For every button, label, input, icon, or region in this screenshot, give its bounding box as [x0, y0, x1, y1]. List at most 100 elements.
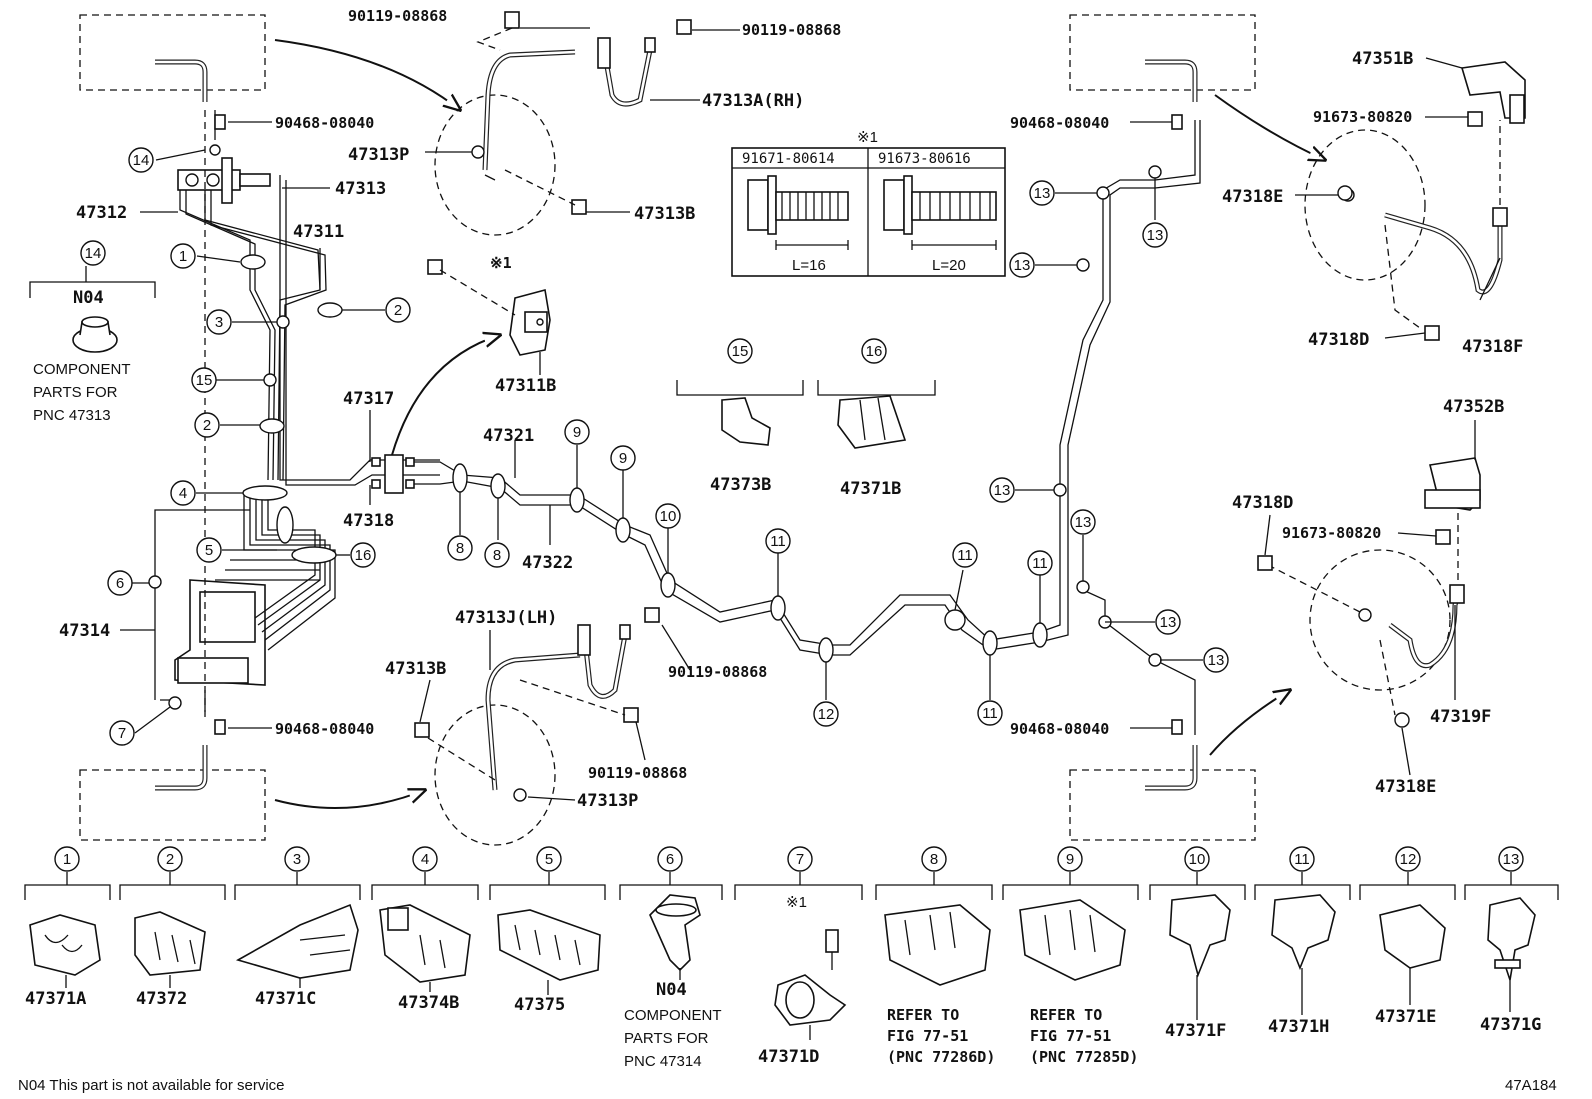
- bracket-47311B: [509, 289, 551, 356]
- group-15-bracket: [676, 380, 804, 446]
- label-47313J: 47313J(LH): [455, 608, 557, 628]
- clamp-legend: 1 2 3 4 5 6 7 8 9 10 11 12 13 47371A 473…: [24, 846, 1559, 1070]
- legend-8-line1: REFER TO: [887, 1006, 959, 1024]
- callout-11: 11: [957, 547, 973, 564]
- callout-8: 8: [456, 540, 464, 557]
- flex-hose-47313J: [485, 624, 631, 802]
- label-90468-08040: 90468-08040: [1010, 720, 1109, 738]
- legend-callout-6: 6: [666, 851, 674, 868]
- bolt-table-labels: ※1 91671-80614 91673-80616 L=16 L=20: [742, 129, 971, 274]
- legend-9-line3: (PNC 77285D): [1030, 1048, 1138, 1066]
- wheel-oval-front-left-caliper: [1304, 129, 1426, 281]
- bolt-table-title: ※1: [857, 129, 878, 146]
- callout-13: 13: [1160, 614, 1177, 631]
- clamps-left: [148, 254, 343, 710]
- label-47318E: 47318E: [1375, 777, 1436, 797]
- abs-actuator-47314: [174, 579, 266, 686]
- label-90119-08868: 90119-08868: [668, 663, 767, 681]
- label-47371B: 47371B: [840, 479, 901, 499]
- label-47318D: 47318D: [1308, 330, 1369, 350]
- n04-line1: COMPONENT: [33, 361, 131, 378]
- flex-hose-47319F: [1267, 500, 1465, 716]
- legend-part-47374B: 47374B: [398, 993, 459, 1013]
- brake-tube-main: [414, 120, 1201, 735]
- callout-13: 13: [1075, 514, 1092, 531]
- legend-9-line1: REFER TO: [1030, 1006, 1102, 1024]
- legend-8-line2: FIG 77-51: [887, 1027, 968, 1045]
- legend-callout-3: 3: [293, 851, 301, 868]
- legend-part-47371F: 47371F: [1165, 1021, 1226, 1041]
- label-90468-08040: 90468-08040: [1010, 114, 1109, 132]
- callout-4: 4: [179, 485, 187, 502]
- legend-callout-11: 11: [1294, 851, 1310, 868]
- label-47321: 47321: [483, 426, 534, 446]
- legend-7-note: ※1: [786, 894, 807, 911]
- legend-6-line1: COMPONENT: [624, 1007, 722, 1024]
- leader-dashed: [427, 737, 496, 781]
- legend-part-47371A: 47371A: [25, 989, 86, 1009]
- bolt-pn-91671-80614: 91671-80614: [742, 151, 835, 167]
- label-47318: 47318: [343, 511, 394, 531]
- callout-14: 14: [133, 152, 150, 169]
- label-47318E: 47318E: [1222, 187, 1283, 207]
- callout-1: 1: [179, 248, 187, 265]
- callout-2: 2: [203, 417, 211, 434]
- label-47314: 47314: [59, 621, 110, 641]
- legend-6-line3: PNC 47314: [624, 1053, 702, 1070]
- leader-dashed: [476, 27, 513, 51]
- figure-code: 47A184: [1505, 1077, 1557, 1094]
- n04-group-14: [29, 281, 156, 353]
- label-90468-08040: 90468-08040: [275, 720, 374, 738]
- callout-6: 6: [116, 575, 124, 592]
- legend-part-47371E: 47371E: [1375, 1007, 1436, 1027]
- legend-callout-12: 12: [1400, 851, 1417, 868]
- label-47319F: 47319F: [1430, 707, 1491, 727]
- label-47317: 47317: [343, 389, 394, 409]
- flex-hose-47318F: [1341, 120, 1508, 329]
- label-90119-08868: 90119-08868: [588, 764, 687, 782]
- wheel-box-front-right: [1069, 14, 1256, 102]
- label-47311: 47311: [293, 222, 344, 242]
- label-47322: 47322: [522, 553, 573, 573]
- legend-callout-5: 5: [545, 851, 553, 868]
- label-47318F: 47318F: [1462, 337, 1523, 357]
- callout-9: 9: [619, 450, 627, 467]
- bolt-pn-91673-80616: 91673-80616: [878, 151, 971, 167]
- legend-callout-1: 1: [63, 851, 71, 868]
- footnote: N04 This part is not available for servi…: [18, 1077, 285, 1094]
- legend-callout-9: 9: [1066, 851, 1074, 868]
- legend-part-47375: 47375: [514, 995, 565, 1015]
- callout-14: 14: [85, 245, 102, 262]
- n04-line2: PARTS FOR: [33, 384, 118, 401]
- wheel-oval-rear-left-caliper: [1309, 549, 1451, 691]
- bracket-47351B: [1460, 61, 1526, 124]
- label-47312: 47312: [76, 203, 127, 223]
- wheel-oval-front-right-caliper: [434, 94, 556, 236]
- bolt-length-16: L=16: [792, 257, 826, 274]
- flex-hose-47313A: [471, 37, 656, 181]
- bolt-length-20: L=20: [932, 257, 966, 274]
- direction-arrows: [274, 39, 1325, 809]
- wheel-box-front-left: [79, 14, 266, 102]
- label-47313P: 47313P: [348, 145, 409, 165]
- label-47318D: 47318D: [1232, 493, 1293, 513]
- callout-13: 13: [1014, 257, 1031, 274]
- legend-part-47371C: 47371C: [255, 989, 316, 1009]
- wheel-box-rear-right: [1069, 745, 1256, 841]
- legend-8-line3: (PNC 77286D): [887, 1048, 995, 1066]
- leader-lines: [85, 27, 1501, 801]
- n04-line3: PNC 47313: [33, 407, 111, 424]
- label-90468-08040: 90468-08040: [275, 114, 374, 132]
- callout-7: 7: [118, 725, 126, 742]
- bolt-table: [731, 147, 1006, 277]
- label-90119-08868: 90119-08868: [742, 21, 841, 39]
- legend-6-line2: PARTS FOR: [624, 1030, 709, 1047]
- label-47313B: 47313B: [634, 204, 695, 224]
- wheel-oval-rear-right-caliper: [434, 704, 556, 846]
- bolt-icons: [414, 11, 1483, 738]
- callout-13: 13: [994, 482, 1011, 499]
- callout-11: 11: [770, 533, 786, 550]
- label-47373B: 47373B: [710, 475, 771, 495]
- part-labels: 90119-08868 90119-08868 47313A(RH) 47313…: [59, 7, 1523, 811]
- callout-11: 11: [982, 705, 998, 722]
